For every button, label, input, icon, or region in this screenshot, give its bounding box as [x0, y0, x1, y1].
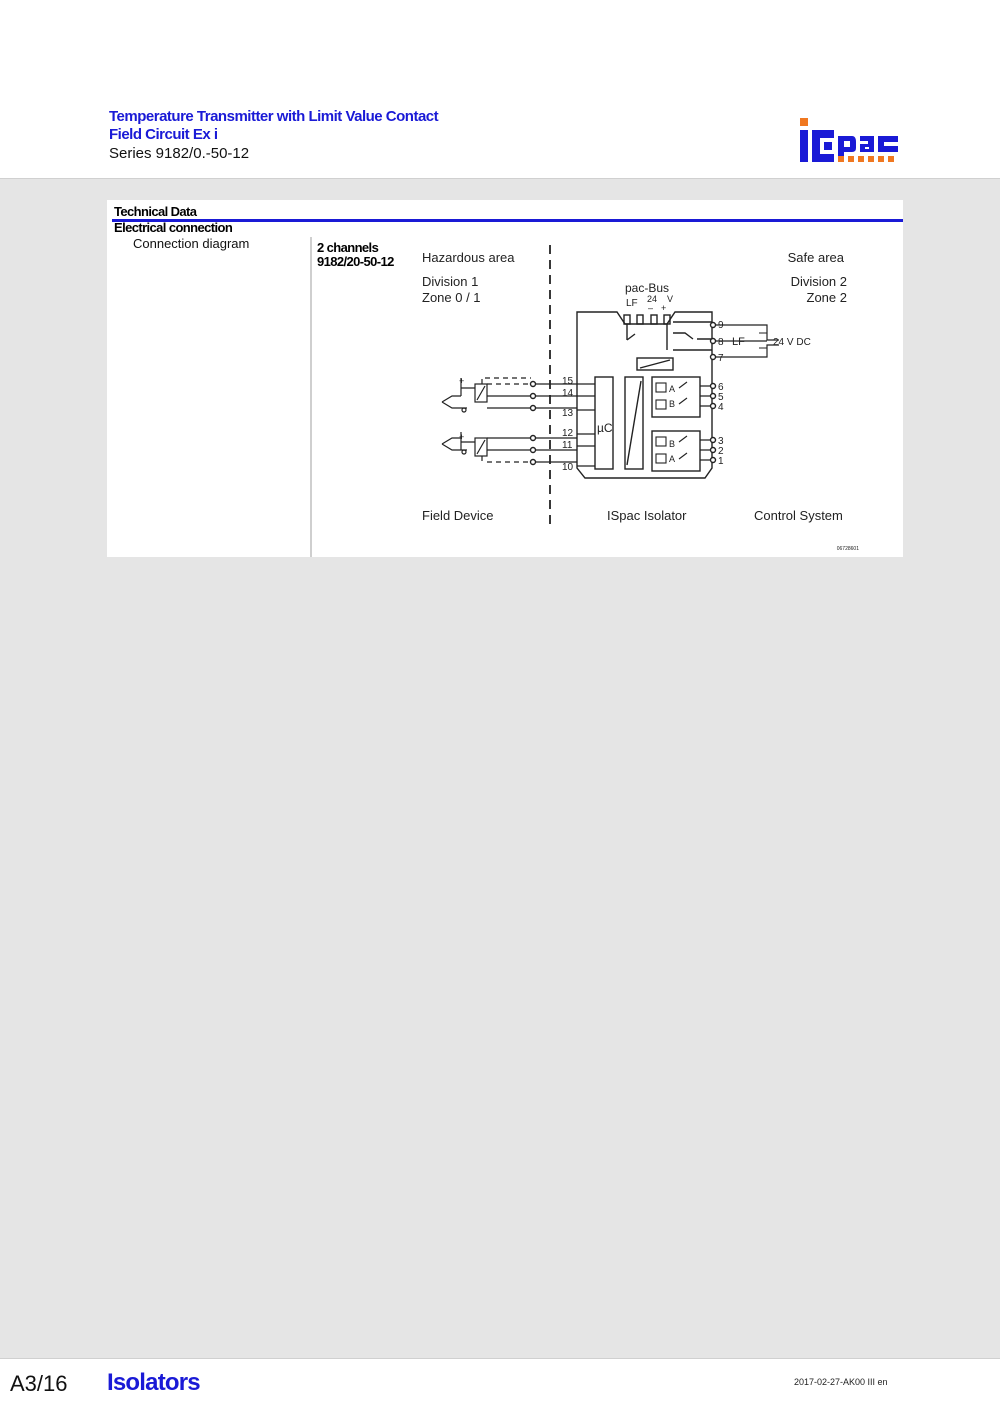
supply-label: 24 V DC [773, 337, 811, 348]
page-number: A3/16 [10, 1371, 68, 1396]
drawing-code: 06728601 [837, 546, 859, 552]
ispac-logo [800, 118, 898, 162]
lf-wiring [673, 321, 712, 351]
terminal-11: 11 [562, 440, 573, 451]
relay2-a-label: A [669, 454, 675, 464]
sensor1-plus: + [459, 376, 464, 386]
isolator-housing [576, 311, 713, 479]
microcontroller-label: µC [597, 421, 613, 435]
page-footer: A3/16 Isolators 2017-02-27-AK00 III en [0, 1358, 1000, 1403]
terminal-8: 8 [718, 337, 724, 348]
hazardous-area-label: Hazardous area [422, 250, 515, 265]
relay2-b-label: B [669, 439, 675, 449]
terminal-7: 7 [718, 353, 724, 364]
relay1-a-label: A [669, 384, 675, 394]
division2-label: Division 2 [791, 274, 847, 289]
terminal-15: 15 [562, 376, 574, 387]
document-code: 2017-02-27-AK00 III en [794, 1377, 888, 1387]
product-title: Temperature Transmitter with Limit Value… [109, 108, 439, 125]
product-subtitle: Field Circuit Ex i [109, 126, 218, 143]
pacbus-minus-label: – [648, 303, 653, 313]
isolator-label: ISpac Isolator [607, 508, 687, 523]
control-system-label: Control System [754, 508, 843, 523]
pacbus-connectors [623, 314, 671, 350]
pacbus-label: pac-Bus [625, 281, 669, 295]
terminal-2: 2 [718, 446, 724, 457]
row-label-connection-diagram: Connection diagram [133, 236, 250, 251]
lf-relay [636, 357, 674, 371]
column-divider [310, 237, 312, 557]
connection-diagram: Hazardous area Division 1 Zone 0 / 1 Saf… [422, 245, 859, 552]
division1-label: Division 1 [422, 274, 478, 289]
pacbus-lf-label: LF [626, 298, 638, 309]
safe-area-label: Safe area [788, 250, 845, 265]
catalog-section-name: Isolators [107, 1369, 201, 1396]
field-device-label: Field Device [422, 508, 494, 523]
terminal-3: 3 [718, 436, 724, 447]
relay-block-1 [651, 376, 701, 418]
model-number: 9182/20-50-12 [317, 254, 394, 269]
section-title: Technical Data [114, 204, 197, 219]
zone2-label: Zone 2 [807, 290, 847, 305]
isolation-barrier [624, 376, 644, 470]
terminal-5: 5 [718, 392, 724, 403]
section-subtitle: Electrical connection [114, 220, 233, 235]
terminal-13: 13 [562, 408, 574, 419]
field-sensor-1 [441, 377, 531, 413]
terminal-10: 10 [562, 462, 574, 473]
relay-block-2 [651, 430, 701, 472]
terminal-1: 1 [718, 456, 724, 467]
terminal-6: 6 [718, 382, 724, 393]
page-header: Temperature Transmitter with Limit Value… [0, 0, 1000, 179]
pacbus-v-label: V [667, 294, 673, 304]
terminal-4: 4 [718, 402, 724, 413]
relay1-b-label: B [669, 399, 675, 409]
lf-terminal-label: LF [732, 336, 745, 348]
channels-label: 2 channels [317, 240, 379, 255]
product-series: Series 9182/0.-50-12 [109, 145, 250, 162]
section-divider [112, 219, 903, 222]
sensor2-plus: + [459, 432, 464, 442]
pacbus-plus-label: + [661, 303, 666, 313]
technical-data-card: Technical Data Electrical connection Con… [107, 200, 903, 557]
zone01-label: Zone 0 / 1 [422, 290, 481, 305]
pacbus-24-label: 24 [647, 294, 657, 304]
microcontroller-block [594, 376, 614, 470]
terminal-12: 12 [562, 428, 574, 439]
terminal-14: 14 [562, 388, 574, 399]
field-sensor-2 [441, 432, 531, 463]
